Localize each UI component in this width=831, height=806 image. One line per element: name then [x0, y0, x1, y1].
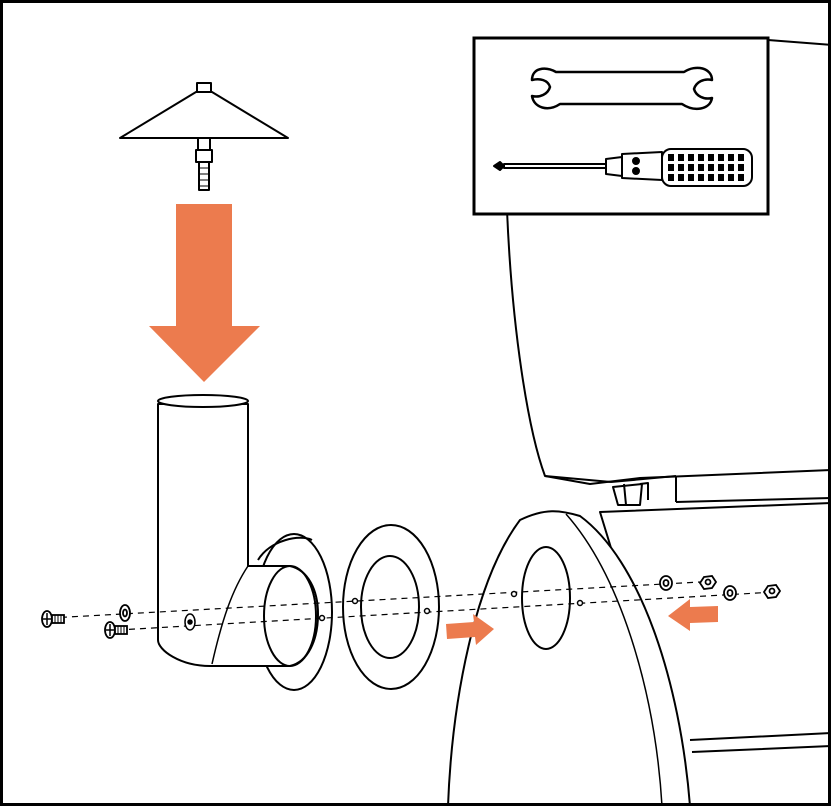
nut-icon — [698, 575, 718, 590]
gasket — [342, 524, 440, 690]
left-arrow-icon — [668, 599, 718, 631]
firebox-body — [447, 502, 831, 806]
wrench-icon — [530, 66, 714, 111]
smokestack-cap — [119, 82, 289, 191]
nut-icon — [762, 584, 782, 599]
hex-bolts — [41, 604, 131, 639]
washer-icon — [659, 575, 673, 591]
bolt-icon — [41, 610, 65, 628]
firebox-lid — [506, 39, 831, 506]
bolt-icon — [104, 621, 128, 639]
phillips-screwdriver-icon — [493, 148, 753, 187]
washers — [659, 575, 737, 601]
tools-inset — [472, 36, 770, 216]
nuts — [698, 575, 782, 599]
washer-icon — [119, 604, 131, 622]
smokestack-pipe — [157, 394, 319, 667]
down-arrow-icon — [149, 204, 260, 382]
bolt-holes — [184, 590, 584, 631]
washer-icon — [723, 585, 737, 601]
right-arrow-icon — [446, 614, 494, 645]
alignment-lines — [49, 581, 776, 631]
firebox-hole — [521, 546, 571, 650]
